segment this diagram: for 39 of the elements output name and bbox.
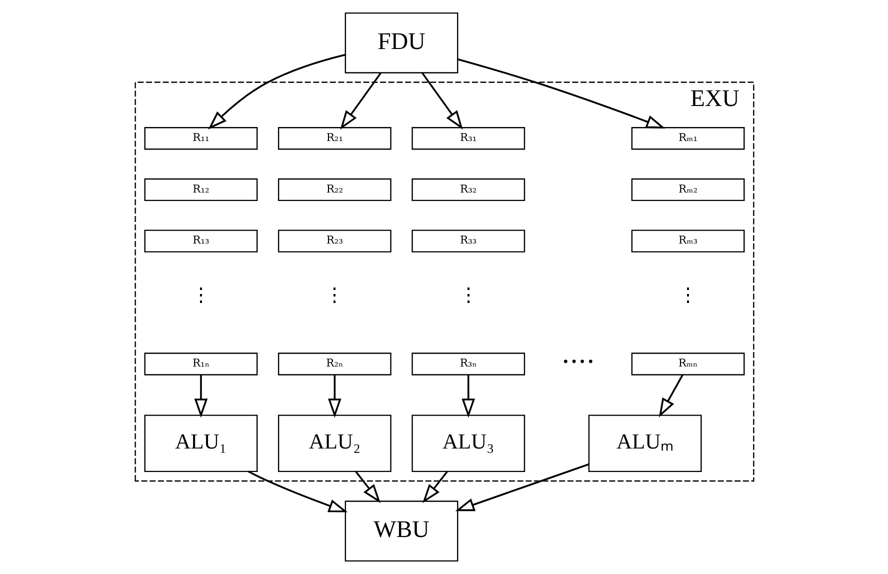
node-box: R₂₃ xyxy=(277,230,391,252)
node-box: FDU xyxy=(344,12,458,74)
node-box: ALUₘ xyxy=(588,414,702,472)
arrow xyxy=(194,374,208,418)
node-box: Rₘ₁ xyxy=(630,127,744,150)
arrow xyxy=(422,471,448,504)
node-box: R₃₁ xyxy=(411,127,525,150)
arrow xyxy=(421,72,462,130)
arrow xyxy=(354,471,380,504)
node-box: R₃₃ xyxy=(411,230,525,252)
node-box: R₁₃ xyxy=(144,230,258,252)
node-box: Rₘ₃ xyxy=(630,230,744,252)
arrow xyxy=(461,374,475,418)
node-box: R₂ₙ xyxy=(277,352,391,376)
arrow xyxy=(247,470,348,512)
node-box: R₂₂ xyxy=(277,178,391,202)
node-box: ALU₂ xyxy=(277,414,391,472)
arrow xyxy=(456,58,665,128)
label: ···· xyxy=(561,348,594,378)
arrow xyxy=(208,54,345,130)
arrow xyxy=(658,374,683,418)
label: ⋮ xyxy=(458,284,478,307)
label: ⋮ xyxy=(190,284,210,307)
node-box: WBU xyxy=(344,500,458,562)
node-box: ALU₁ xyxy=(144,414,258,472)
arrow xyxy=(327,374,341,418)
node-box: R₂₁ xyxy=(277,127,391,150)
label: ⋮ xyxy=(324,284,344,307)
node-box: R₁₂ xyxy=(144,178,258,202)
node-box: R₁₁ xyxy=(144,127,258,150)
arrow xyxy=(340,72,381,130)
node-box: Rₘₙ xyxy=(630,352,744,376)
node-box: R₃ₙ xyxy=(411,352,525,376)
node-box: Rₘ₂ xyxy=(630,178,744,202)
label: ⋮ xyxy=(678,284,698,307)
node-box: R₁ₙ xyxy=(144,352,258,376)
node-box: ALU₃ xyxy=(411,414,525,472)
node-box: R₃₂ xyxy=(411,178,525,202)
arrow xyxy=(454,463,589,512)
